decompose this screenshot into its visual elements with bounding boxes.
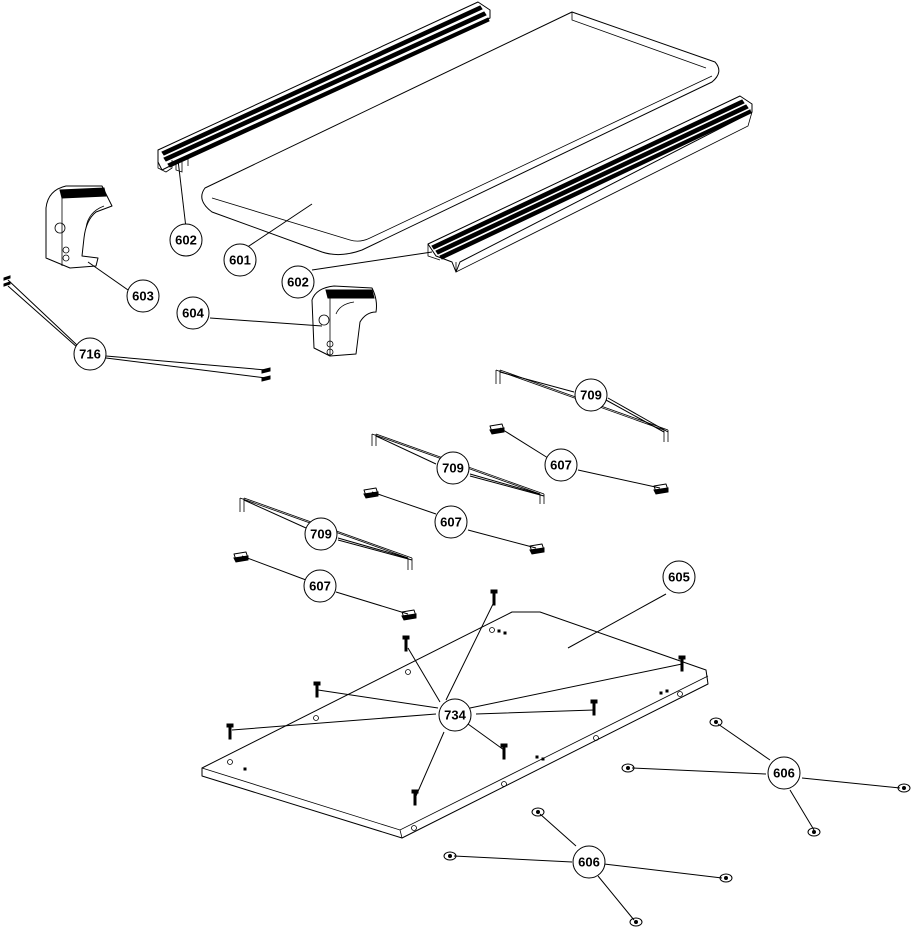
part-602-rail-right <box>427 95 753 273</box>
callout-balloon-606: 606 <box>767 756 801 790</box>
callout-balloon-709: 709 <box>436 451 470 485</box>
callout-balloon-605: 605 <box>662 560 696 594</box>
part-606-feet <box>443 717 911 927</box>
callout-label: 709 <box>310 527 332 542</box>
callout-balloon-606: 606 <box>572 845 606 879</box>
callout-label: 605 <box>668 570 690 585</box>
callout-balloon-602: 602 <box>281 265 315 299</box>
callout-balloon-734: 734 <box>438 698 472 732</box>
callout-label: 607 <box>550 458 572 473</box>
callout-label: 604 <box>182 306 204 321</box>
part-602-rail-left <box>157 1 491 173</box>
part-603-end-cap <box>45 185 113 269</box>
callout-label: 606 <box>578 855 600 870</box>
part-716-screws <box>3 275 271 382</box>
callout-label: 607 <box>309 579 331 594</box>
callout-label: 607 <box>440 515 462 530</box>
callout-balloon-709: 709 <box>304 517 338 551</box>
leader-lines <box>7 159 901 921</box>
callout-label: 606 <box>773 766 795 781</box>
callout-label: 601 <box>229 253 251 268</box>
part-604-end-cap <box>311 285 377 357</box>
callout-label: 709 <box>580 388 602 403</box>
callout-label: 602 <box>287 275 309 290</box>
callout-label: 716 <box>79 347 101 362</box>
part-601-belt <box>201 11 720 256</box>
callout-balloon-602: 602 <box>169 223 203 257</box>
part-734-screws <box>226 589 686 806</box>
callout-balloon-716: 716 <box>73 337 107 371</box>
callout-label: 602 <box>175 233 197 248</box>
callout-balloon-604: 604 <box>176 296 210 330</box>
callout-balloon-709: 709 <box>574 378 608 412</box>
callout-balloon-607: 607 <box>303 569 337 603</box>
callout-label: 709 <box>442 461 464 476</box>
callout-balloon-607: 607 <box>544 448 578 482</box>
callout-label: 603 <box>132 289 154 304</box>
part-607-clips <box>233 423 669 621</box>
callout-label: 734 <box>444 708 466 723</box>
callout-balloon-607: 607 <box>434 505 468 539</box>
callout-balloon-601: 601 <box>223 243 257 277</box>
callout-balloon-603: 603 <box>126 279 160 313</box>
